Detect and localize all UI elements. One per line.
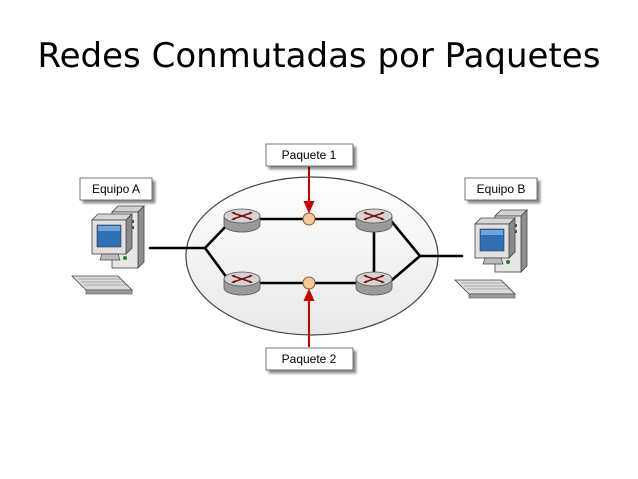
label-host-a (79, 177, 153, 201)
router-bottom-right (355, 271, 393, 296)
packet-1-dot (302, 212, 316, 226)
label-host-b (464, 177, 538, 201)
host-a-computer (71, 205, 145, 295)
packet-arrows (303, 167, 315, 347)
router-bottom-left (223, 271, 261, 296)
label-host-a-text: Equipo A (92, 182, 140, 196)
label-packet-2 (265, 347, 354, 371)
label-host-b-text: Equipo B (477, 182, 526, 196)
packet-2-dot (302, 276, 316, 290)
network-cloud (185, 176, 439, 336)
link-b-top (390, 220, 422, 258)
label-packet-2-text: Paquete 2 (282, 352, 337, 366)
router-top-left (223, 208, 261, 233)
label-packet-1-text: Paquete 1 (282, 148, 337, 162)
label-packet-1 (265, 143, 354, 167)
slide-title: Redes Conmutadas por Paquetes (37, 36, 601, 76)
host-b-computer (454, 209, 528, 299)
link-b-bottom (390, 254, 422, 282)
router-top-right (355, 208, 393, 233)
